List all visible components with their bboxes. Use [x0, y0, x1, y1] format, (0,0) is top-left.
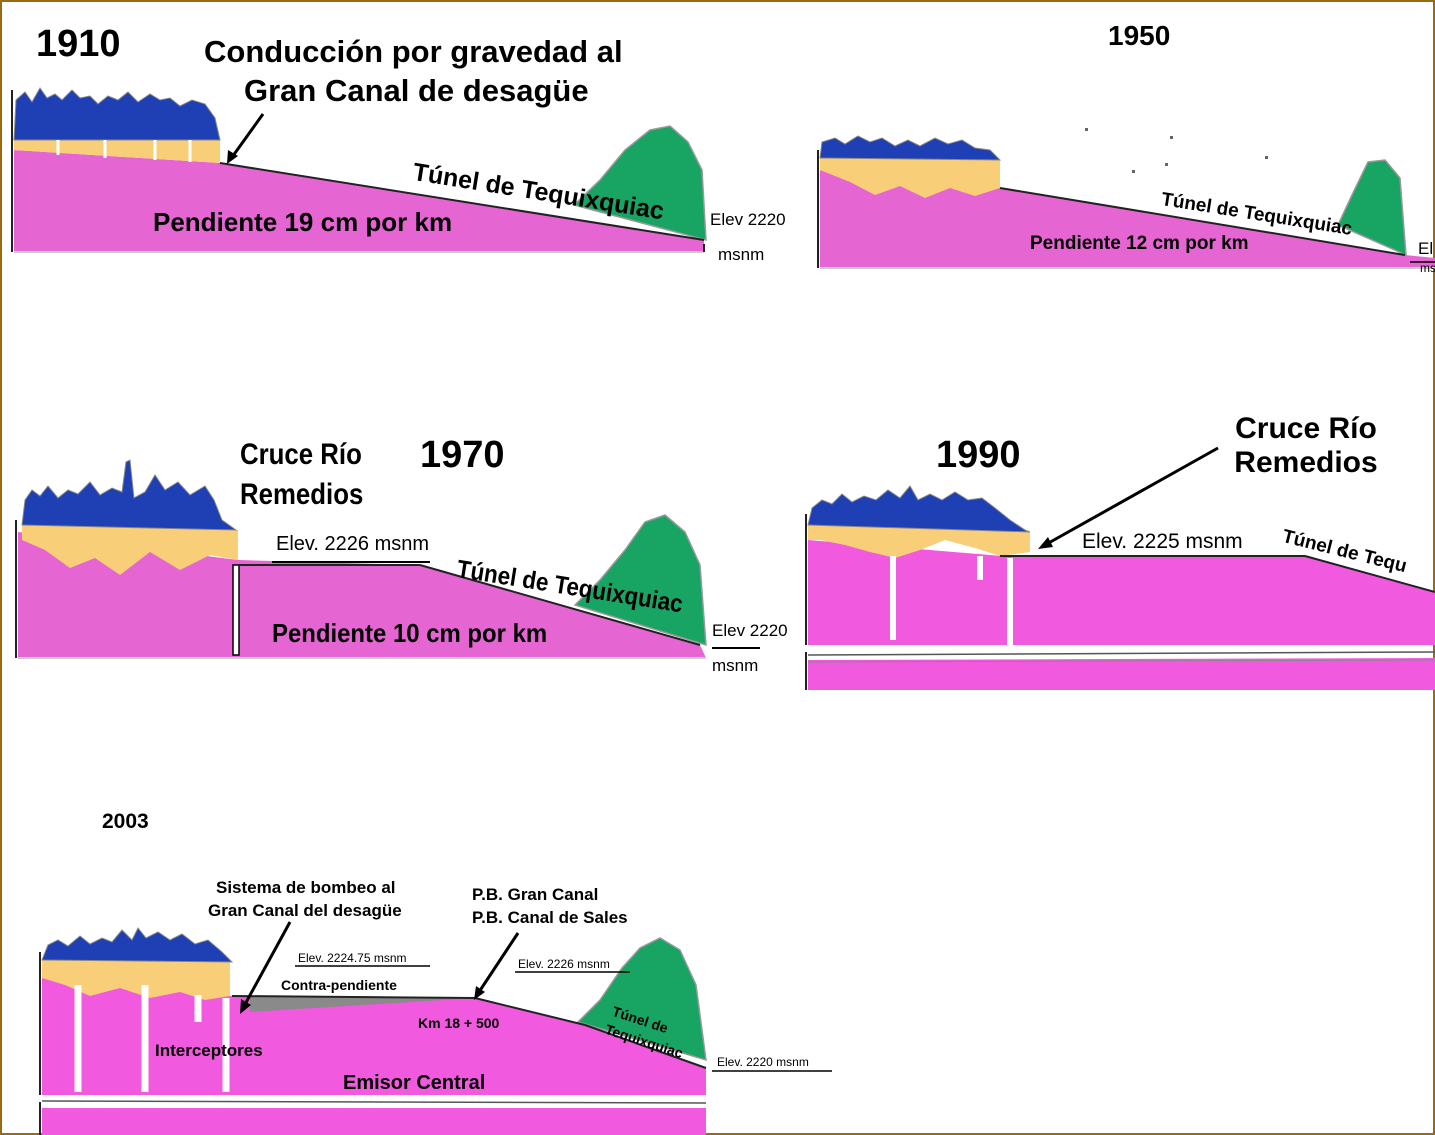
city-1910	[13, 87, 221, 141]
year-2003: 2003	[102, 810, 149, 833]
elev-label-1970-line2: msnm	[712, 656, 759, 675]
pointer-arrow-pb	[475, 932, 520, 996]
arrowhead-pump	[240, 999, 251, 1014]
emisor-label: Emisor Central	[343, 1072, 486, 1094]
hill-1950	[1336, 159, 1407, 257]
panel-2003-drawing	[39, 921, 832, 1135]
elev-label-1950-line1: El	[1418, 239, 1434, 258]
heading-1910-line1: Conducción por gravedad al	[204, 34, 623, 69]
heading-1910-line2: Gran Canal de desagüe	[244, 73, 589, 108]
city-1970	[21, 459, 238, 531]
cross-label-1990-line2: Remedios	[1234, 446, 1378, 479]
city-1990	[807, 485, 1031, 533]
city-1950	[819, 135, 1002, 161]
panel-1910-drawing	[11, 87, 707, 253]
pointer-arrow-1910	[228, 113, 265, 161]
cross-label-1990-line1: Cruce Río	[1235, 412, 1377, 445]
year-1910: 1910	[36, 23, 121, 65]
cross-label-1970-line2: Remedios	[240, 478, 364, 511]
pump-label-line1: Sistema de bombeo al	[216, 878, 396, 897]
fill-layer-1950	[820, 158, 1000, 198]
slope-label-1970: Pendiente 10 cm por km	[272, 618, 548, 648]
year-1950: 1950	[1108, 20, 1171, 51]
hill-2003	[576, 937, 707, 1062]
lower-band-2003	[42, 1108, 706, 1135]
arrowhead-pb	[474, 986, 485, 1000]
pointer-arrow-1990	[1044, 446, 1219, 547]
counter-slope-label: Contra-pendiente	[281, 977, 397, 993]
elev-label-2224: Elev. 2224.75 msnm	[298, 951, 407, 965]
pump-label-line2: Gran Canal del desagüe	[208, 901, 402, 920]
hill-1970	[573, 514, 707, 647]
slope-label-1910: Pendiente 19 cm por km	[153, 207, 453, 237]
km-label: Km 18 + 500	[418, 1015, 500, 1031]
pointer-arrow-pump	[241, 921, 292, 1009]
terrain-1990	[808, 540, 1435, 645]
panel-1970-drawing	[15, 459, 760, 659]
elev-label-1910-line2: msnm	[718, 245, 765, 264]
arrowhead-1990	[1038, 537, 1053, 549]
year-1970: 1970	[420, 434, 505, 476]
panel-1990-drawing	[805, 446, 1435, 690]
elev-top-1990: Elev. 2225 msnm	[1082, 530, 1243, 553]
pb-label-line1: P.B. Gran Canal	[472, 885, 599, 904]
elev-label-1970-line1: Elev 2220	[712, 621, 788, 640]
fill-layer-2003	[42, 960, 230, 1000]
fill-layer-1910	[14, 140, 220, 163]
interceptors-label: Interceptores	[155, 1041, 263, 1060]
fill-layer-1970	[22, 525, 238, 575]
counter-slope-wedge	[250, 996, 475, 1012]
city-2003	[41, 927, 234, 963]
slope-label-1950: Pendiente 12 cm por km	[1030, 233, 1249, 254]
elev-top-1970: Elev. 2226 msnm	[276, 533, 430, 555]
elev-label-1950-line2: ms	[1420, 261, 1435, 275]
pb-label-line2: P.B. Canal de Sales	[472, 908, 628, 927]
hill-1910	[572, 125, 707, 241]
elev-label-2226: Elev. 2226 msnm	[518, 957, 610, 971]
fill-layer-1990	[808, 525, 1030, 558]
vertical-conduit-1970	[232, 564, 240, 656]
elev-label-1910-line1: Elev 2220	[710, 210, 786, 229]
elev-label-2220: Elev. 2220 msnm	[717, 1055, 809, 1069]
terrain-2003	[42, 978, 706, 1095]
cross-label-1970-line1: Cruce Río	[240, 438, 362, 471]
terrain-1910	[14, 150, 704, 252]
lower-band-1990	[808, 658, 1435, 690]
panel-1950-drawing	[817, 128, 1435, 269]
year-1990: 1990	[936, 434, 1021, 476]
arrowhead-1910	[227, 150, 238, 164]
